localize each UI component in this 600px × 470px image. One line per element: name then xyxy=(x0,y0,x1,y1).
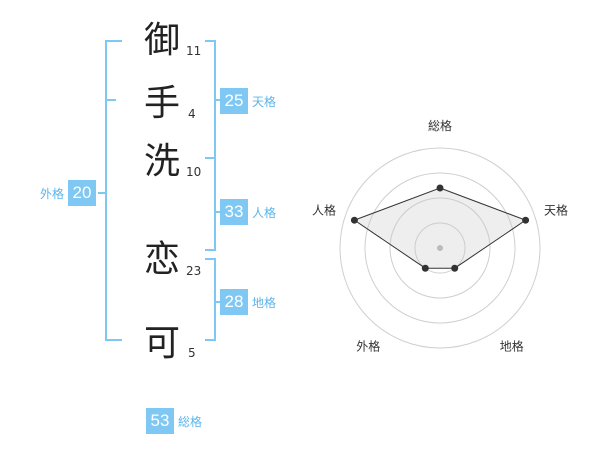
tenkaku-value: 25 xyxy=(220,88,248,114)
radar-ring-3 xyxy=(364,172,516,324)
gaikaku-bracket xyxy=(105,40,122,341)
radar-axis-label-1: 総格 xyxy=(428,118,452,133)
radar-axis-label-4: 外格 xyxy=(356,339,380,354)
gaikaku-value: 20 xyxy=(68,180,97,206)
jinkaku: 33 人格 xyxy=(220,199,276,225)
name-char-3: 洗 xyxy=(143,141,180,182)
jinkaku-label: 人格 xyxy=(252,205,277,220)
radar-center xyxy=(437,245,443,251)
radar-ring-4 xyxy=(339,147,541,349)
radar-point-5 xyxy=(350,216,358,224)
soukaku-label: 総格 xyxy=(178,414,203,429)
chikaku-bracket xyxy=(205,258,216,341)
radar-axis-label-2: 天格 xyxy=(544,202,568,217)
name-char-2: 手 xyxy=(143,83,180,124)
chikaku-value: 28 xyxy=(220,289,248,315)
radar-polygon xyxy=(353,187,527,269)
name-char-5: 可 xyxy=(143,323,180,364)
jinkaku-bracket xyxy=(205,157,216,251)
stroke-count-2: 4 xyxy=(188,107,196,121)
stroke-count-1: 11 xyxy=(186,44,202,58)
chikaku-label: 地格 xyxy=(252,295,277,310)
radar-ring-1 xyxy=(414,222,466,274)
gaikaku: 外格 20 xyxy=(40,180,97,206)
soukaku-value: 53 xyxy=(146,408,174,434)
radar-point-4 xyxy=(421,264,429,272)
radar-point-1 xyxy=(436,184,444,192)
stroke-count-4: 23 xyxy=(186,264,202,278)
soukaku: 53 総格 xyxy=(146,408,202,434)
radar-point-3 xyxy=(451,264,459,272)
radar-axis-label-3: 地格 xyxy=(500,339,524,354)
radar-point-2 xyxy=(522,216,530,224)
tenkaku-label: 天格 xyxy=(252,94,277,109)
jinkaku-value: 33 xyxy=(220,199,248,225)
chikaku: 28 地格 xyxy=(220,289,276,315)
name-char-4: 恋 xyxy=(143,239,180,280)
stroke-count-5: 5 xyxy=(188,346,196,360)
stroke-count-3: 10 xyxy=(186,165,202,179)
tenkaku: 25 天格 xyxy=(220,88,276,114)
name-char-1: 御 xyxy=(143,20,180,61)
radar-axis-label-5: 人格 xyxy=(312,202,336,217)
gaikaku-label: 外格 xyxy=(40,186,65,201)
radar-ring-2 xyxy=(389,197,491,299)
